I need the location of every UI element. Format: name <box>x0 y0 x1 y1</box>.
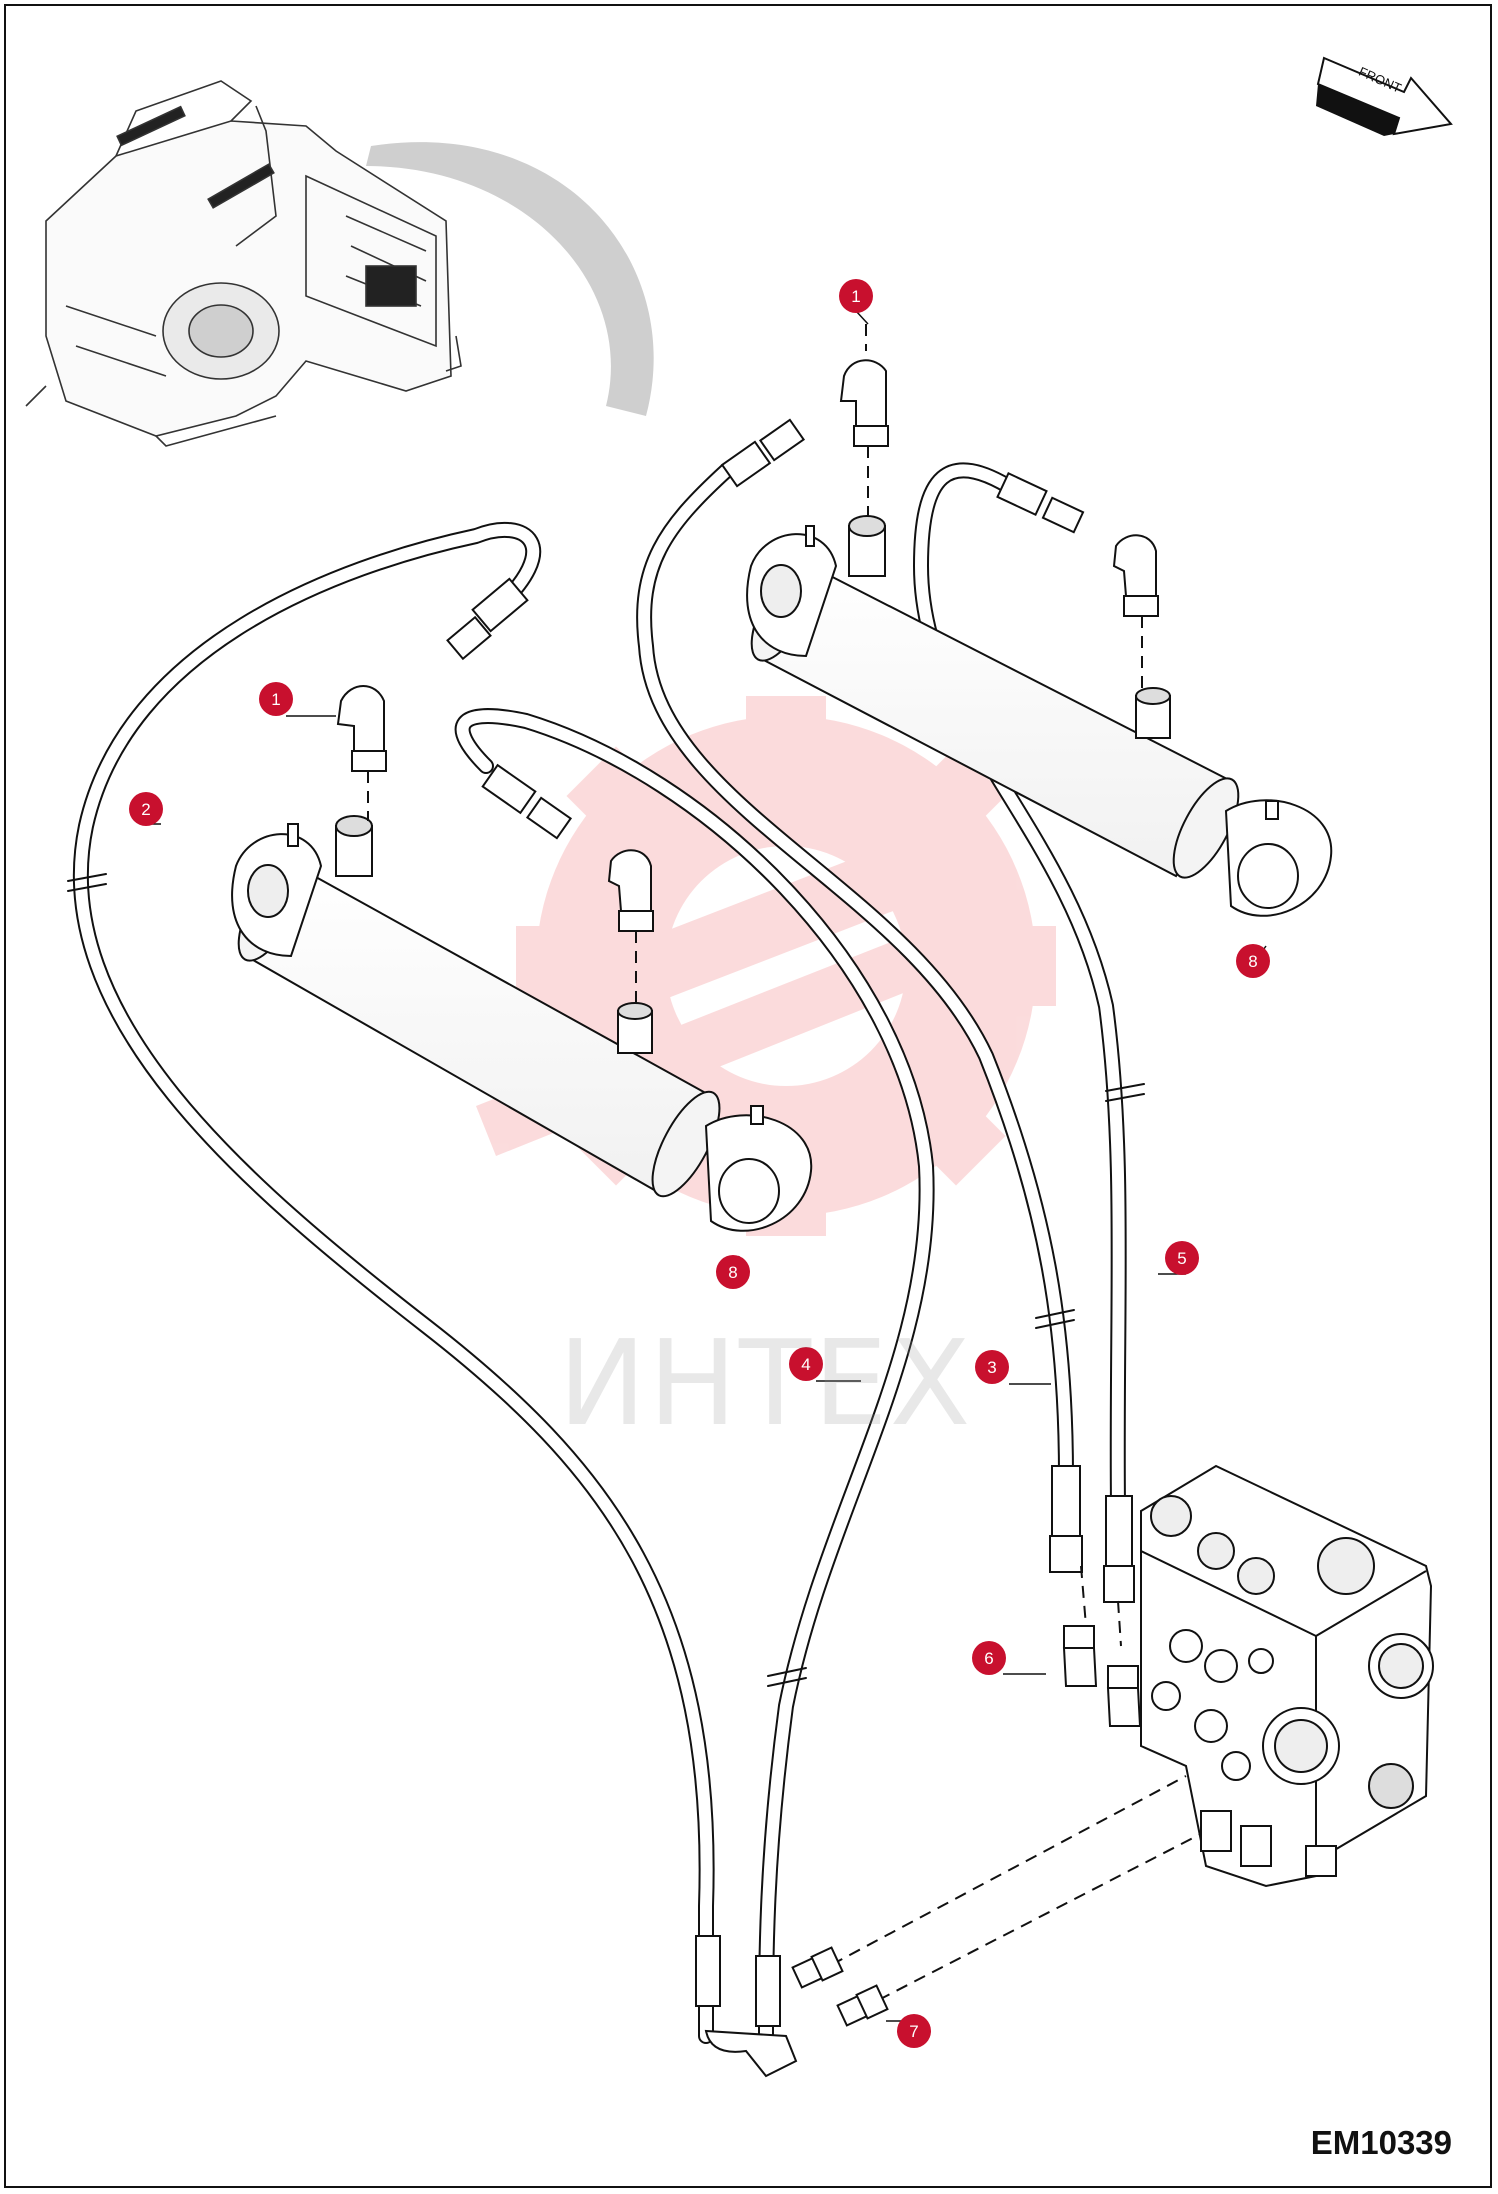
callout-number: 4 <box>801 1355 810 1374</box>
callout-2: 2 <box>129 792 163 826</box>
parts-diagram: FRONT <box>25 56 1453 2078</box>
callout-3: 3 <box>975 1350 1009 1384</box>
callout-6: 6 <box>972 1641 1006 1675</box>
assembly-dashed-lines <box>367 324 1227 2010</box>
hose-end-fittings <box>446 418 1135 2078</box>
callout-number: 3 <box>987 1358 996 1377</box>
callout-1-lower: 1 <box>259 682 293 716</box>
callout-number: 5 <box>1177 1249 1186 1268</box>
callout-number: 6 <box>984 1649 993 1668</box>
hydraulic-cylinder-lower <box>231 815 813 1232</box>
callout-number: 7 <box>909 2022 918 2041</box>
watermark-text: ИНТЕХ <box>558 1314 973 1452</box>
hose-4 <box>454 708 935 2044</box>
callout-8-lower: 8 <box>716 1255 750 1289</box>
straight-adapters <box>791 1946 889 2027</box>
machine-overview-thumbnail <box>25 80 462 447</box>
control-valve-block <box>1140 1464 1434 1888</box>
callout-5: 5 <box>1165 1241 1199 1275</box>
callout-4: 4 <box>789 1347 823 1381</box>
front-arrow-icon: FRONT <box>1316 56 1453 136</box>
hydraulic-cylinder-upper <box>746 515 1333 917</box>
callout-8-upper: 8 <box>1236 944 1270 978</box>
callout-number: 1 <box>851 287 860 306</box>
callout-number: 8 <box>728 1263 737 1282</box>
callout-number: 2 <box>141 800 150 819</box>
hose-5 <box>912 462 1127 1514</box>
zoom-arc <box>366 142 654 416</box>
drawing-code: EM10339 <box>1310 2124 1452 2161</box>
adapter-fittings <box>1062 1625 1142 1727</box>
callout-7: 7 <box>897 2014 931 2048</box>
callout-1-upper: 1 <box>839 279 873 313</box>
hose-2 <box>72 521 715 2044</box>
drawing-sheet: FRONT <box>4 4 1492 2188</box>
hose-lines <box>67 462 1145 2044</box>
callout-number: 8 <box>1248 952 1257 971</box>
elbow-fittings <box>336 359 1159 932</box>
callout-number: 1 <box>271 690 280 709</box>
hose-3 <box>636 463 1074 1484</box>
